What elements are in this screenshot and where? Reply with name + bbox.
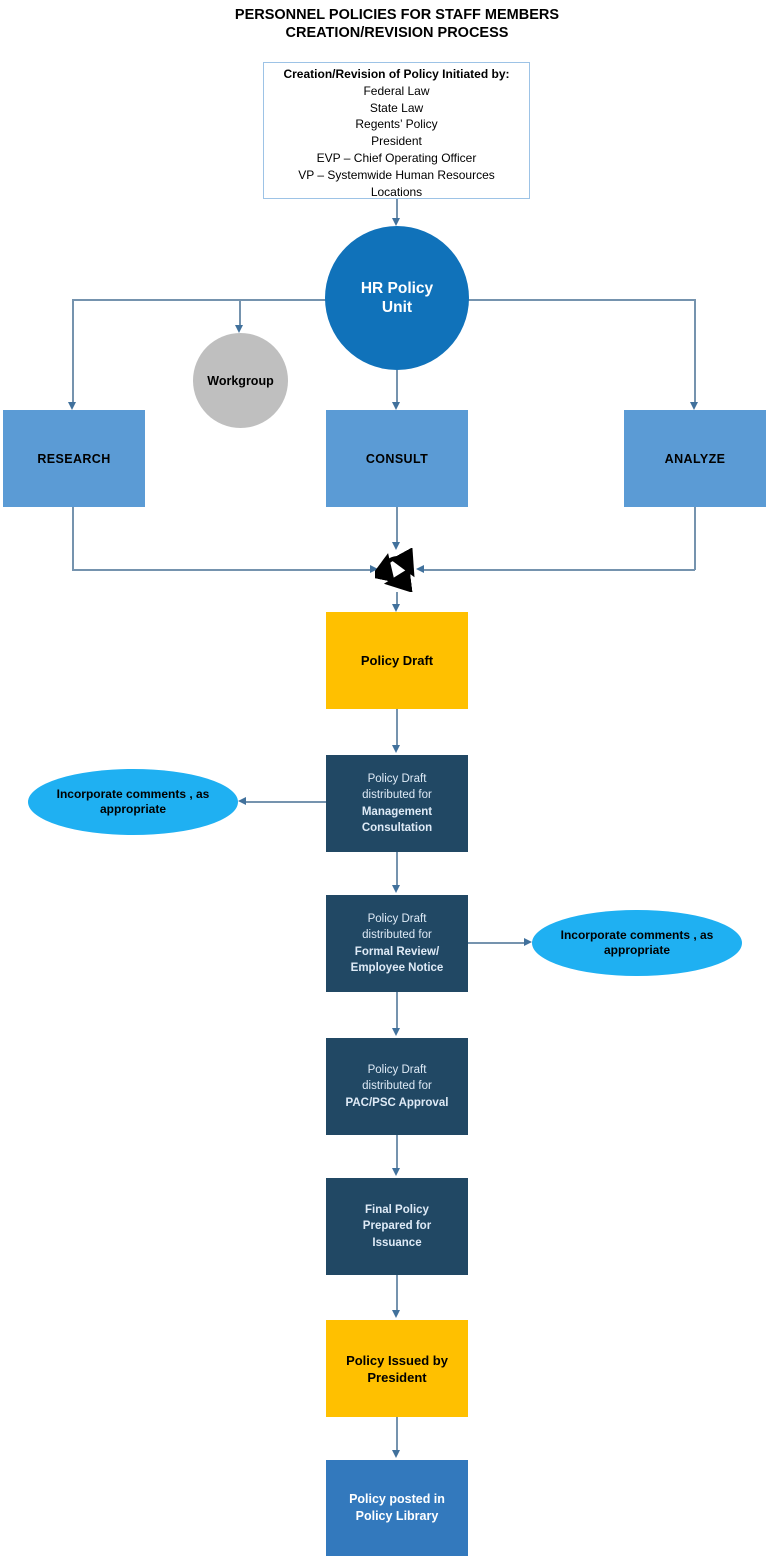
arrowhead: [524, 938, 532, 946]
connector-line: [396, 1275, 398, 1311]
connector-line: [694, 507, 696, 570]
step-line: President: [367, 1369, 427, 1385]
arrowhead: [370, 565, 378, 573]
step-line: Management: [361, 805, 433, 818]
connector-line: [72, 507, 74, 570]
connector-line: [396, 1417, 398, 1451]
page-title-line2: CREATION/REVISION PROCESS: [285, 25, 509, 41]
step-line: Final Policy: [365, 1203, 429, 1216]
connector-line: [396, 199, 398, 219]
connector-line: [424, 569, 695, 571]
page-title-line1: PERSONNEL POLICIES FOR STAFF MEMBERS: [234, 7, 560, 23]
connector-line: [396, 592, 398, 605]
node-incorporate-comments-right: Incorporate comments , as appropriate: [532, 910, 742, 976]
step-line: Consultation: [361, 822, 433, 834]
node-workgroup: Workgroup: [193, 333, 288, 428]
node-incorporate-comments-left-label: Incorporate comments , as appropriate: [56, 786, 210, 817]
node-analyze: ANALYZE: [624, 410, 766, 507]
connector-line: [396, 992, 398, 1029]
connector-line: [72, 569, 370, 571]
step-line: distributed for: [362, 929, 432, 941]
node-formal-review: Policy Draft distributed for Formal Revi…: [326, 895, 468, 992]
step-line: Policy posted in: [349, 1492, 445, 1506]
step-line: Policy Draft: [367, 912, 427, 925]
connector-line: [694, 299, 696, 402]
node-policy-posted: Policy posted in Policy Library: [326, 1460, 468, 1556]
initiator-box: Creation/Revision of Policy Initiated by…: [263, 62, 530, 199]
node-incorporate-comments-right-label: Incorporate comments , as appropriate: [560, 927, 714, 958]
initiator-item: President: [371, 134, 422, 149]
step-line: Policy Library: [355, 1509, 439, 1523]
initiator-item: VP – Systemwide Human Resources: [298, 167, 495, 182]
step-line: Prepared for: [362, 1220, 432, 1233]
step-line: Policy Draft: [367, 1063, 427, 1076]
arrowhead: [392, 542, 400, 550]
step-line: PAC/PSC Approval: [345, 1096, 449, 1109]
connector-line: [396, 507, 398, 543]
step-line: Formal Review/: [354, 945, 440, 958]
node-analyze-label: ANALYZE: [664, 451, 726, 466]
connector-line: [396, 370, 398, 403]
node-consult: CONSULT: [326, 410, 468, 507]
connector-line: [72, 299, 74, 402]
connector-line: [239, 299, 241, 325]
step-line: Issuance: [372, 1236, 422, 1249]
node-policy-issued: Policy Issued by President: [326, 1320, 468, 1417]
arrowhead: [68, 402, 76, 410]
node-policy-draft-label: Policy Draft: [360, 653, 434, 668]
connector-line: [396, 1135, 398, 1169]
node-management-consultation: Policy Draft distributed for Management …: [326, 755, 468, 852]
arrowhead: [416, 565, 424, 573]
arrowhead: [392, 745, 400, 753]
node-hr-policy-unit: HR Policy Unit: [325, 226, 469, 370]
connector-line: [396, 852, 398, 886]
arrowhead: [392, 885, 400, 893]
arrowhead: [392, 604, 400, 612]
connector-line: [396, 709, 398, 746]
node-consult-label: CONSULT: [365, 451, 429, 466]
step-line: distributed for: [362, 1080, 432, 1093]
node-workgroup-label: Workgroup: [207, 373, 274, 388]
step-line: Policy Issued by: [346, 1352, 448, 1368]
initiator-item: Regents’ Policy: [355, 117, 438, 132]
node-research-label: RESEARCH: [37, 451, 111, 466]
initiator-heading: Creation/Revision of Policy Initiated by…: [283, 67, 510, 81]
connector-line: [468, 942, 526, 944]
arrowhead: [392, 402, 400, 410]
node-hr-policy-unit-label: HR Policy Unit: [360, 280, 434, 316]
arrowhead: [392, 1168, 400, 1176]
step-line: Policy Draft: [367, 772, 427, 785]
connector-line: [246, 801, 326, 803]
cycle-arrows-icon: [375, 548, 415, 592]
node-final-policy: Final Policy Prepared for Issuance: [326, 1178, 468, 1275]
node-policy-draft: Policy Draft: [326, 612, 468, 709]
arrowhead: [690, 402, 698, 410]
arrowhead: [392, 1450, 400, 1458]
step-line: distributed for: [362, 789, 432, 801]
node-incorporate-comments-left: Incorporate comments , as appropriate: [28, 769, 238, 835]
initiator-item: Locations: [370, 184, 423, 199]
initiator-item: State Law: [369, 100, 424, 115]
arrowhead: [392, 1310, 400, 1318]
node-pac-psc-approval: Policy Draft distributed for PAC/PSC App…: [326, 1038, 468, 1135]
arrowhead: [392, 1028, 400, 1036]
page-title: PERSONNEL POLICIES FOR STAFF MEMBERS CRE…: [24, 6, 770, 42]
arrowhead: [238, 797, 246, 805]
arrowhead: [392, 218, 400, 226]
step-line: Employee Notice: [350, 962, 444, 974]
arrowhead: [235, 325, 243, 333]
initiator-item: EVP – Chief Operating Officer: [316, 150, 477, 165]
node-research: RESEARCH: [3, 410, 145, 507]
initiator-item: Federal Law: [363, 83, 430, 98]
